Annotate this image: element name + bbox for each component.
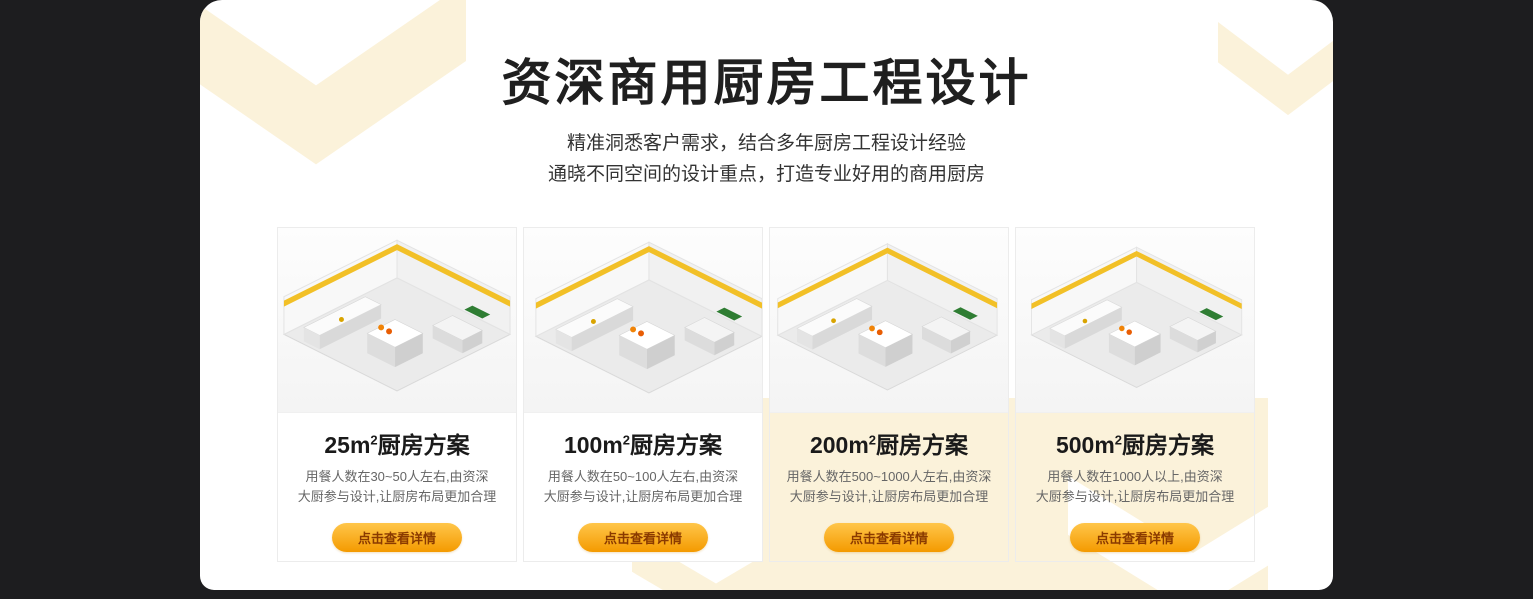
card-title-sup: 2 — [370, 432, 378, 448]
page-subtitle-line2: 通晓不同空间的设计重点，打造专业好用的商用厨房 — [547, 164, 985, 185]
section-header: 资深商用厨房工程设计 精准洞悉客户需求，结合多年厨房工程设计经验 通晓不同空间的… — [200, 0, 1333, 190]
card-title-suffix: 厨房方案 — [630, 432, 723, 458]
card-title-prefix: 500m — [1055, 432, 1115, 458]
content-panel: 资深商用厨房工程设计 精准洞悉客户需求，结合多年厨房工程设计经验 通晓不同空间的… — [200, 0, 1333, 590]
card-title-prefix: 25m — [324, 432, 371, 458]
page-subtitle: 精准洞悉客户需求，结合多年厨房工程设计经验 通晓不同空间的设计重点，打造专业好用… — [200, 128, 1333, 190]
solution-card-500sqm: 500m2厨房方案 用餐人数在1000人以上,由资深 大厨参与设计,让厨房布局更… — [1015, 227, 1255, 562]
card-desc-25sqm: 用餐人数在30~50人左右,由资深 大厨参与设计,让厨房布局更加合理 — [278, 467, 516, 507]
card-title-500sqm: 500m2厨房方案 — [1016, 426, 1254, 460]
card-desc-500sqm: 用餐人数在1000人以上,由资深 大厨参与设计,让厨房布局更加合理 — [1016, 467, 1254, 507]
card-title-prefix: 100m — [563, 432, 623, 458]
card-desc-line2: 大厨参与设计,让厨房布局更加合理 — [789, 489, 989, 504]
kitchen-render-100sqm-icon — [524, 228, 762, 413]
card-desc-line2: 大厨参与设计,让厨房布局更加合理 — [297, 489, 497, 504]
kitchen-render-500sqm-icon — [1016, 228, 1254, 413]
solution-card-25sqm: 25m2厨房方案 用餐人数在30~50人左右,由资深 大厨参与设计,让厨房布局更… — [277, 227, 517, 562]
card-title-sup: 2 — [1114, 432, 1123, 448]
view-details-button-200sqm[interactable]: 点击查看详情 — [824, 523, 954, 552]
card-title-suffix: 厨房方案 — [1122, 432, 1215, 458]
page-subtitle-line1: 精准洞悉客户需求，结合多年厨房工程设计经验 — [566, 133, 966, 154]
card-desc-100sqm: 用餐人数在50~100人左右,由资深 大厨参与设计,让厨房布局更加合理 — [524, 467, 762, 507]
card-desc-line1: 用餐人数在500~1000人左右,由资深 — [786, 469, 992, 484]
view-details-button-25sqm[interactable]: 点击查看详情 — [332, 523, 462, 552]
solution-card-100sqm: 100m2厨房方案 用餐人数在50~100人左右,由资深 大厨参与设计,让厨房布… — [523, 227, 763, 562]
card-desc-line2: 大厨参与设计,让厨房布局更加合理 — [543, 489, 743, 504]
card-title-suffix: 厨房方案 — [377, 432, 470, 458]
kitchen-render-25sqm-icon — [278, 228, 516, 413]
card-desc-200sqm: 用餐人数在500~1000人左右,由资深 大厨参与设计,让厨房布局更加合理 — [770, 467, 1008, 507]
solution-card-200sqm: 200m2厨房方案 用餐人数在500~1000人左右,由资深 大厨参与设计,让厨… — [769, 227, 1009, 562]
card-title-sup: 2 — [868, 432, 877, 448]
view-details-button-500sqm[interactable]: 点击查看详情 — [1070, 523, 1200, 552]
card-title-prefix: 200m — [809, 432, 869, 458]
card-title-200sqm: 200m2厨房方案 — [770, 426, 1008, 460]
kitchen-render-200sqm-icon — [770, 228, 1008, 413]
card-desc-line1: 用餐人数在50~100人左右,由资深 — [547, 469, 739, 484]
page-title: 资深商用厨房工程设计 — [501, 55, 1032, 111]
view-details-button-100sqm[interactable]: 点击查看详情 — [578, 523, 708, 552]
card-title-100sqm: 100m2厨房方案 — [524, 426, 762, 460]
card-title-25sqm: 25m2厨房方案 — [278, 426, 516, 460]
card-desc-line1: 用餐人数在1000人以上,由资深 — [1047, 469, 1223, 484]
solution-cards: 25m2厨房方案 用餐人数在30~50人左右,由资深 大厨参与设计,让厨房布局更… — [277, 227, 1255, 562]
card-title-sup: 2 — [622, 432, 631, 448]
card-desc-line1: 用餐人数在30~50人左右,由资深 — [305, 469, 489, 484]
card-desc-line2: 大厨参与设计,让厨房布局更加合理 — [1035, 489, 1235, 504]
card-title-suffix: 厨房方案 — [876, 432, 969, 458]
